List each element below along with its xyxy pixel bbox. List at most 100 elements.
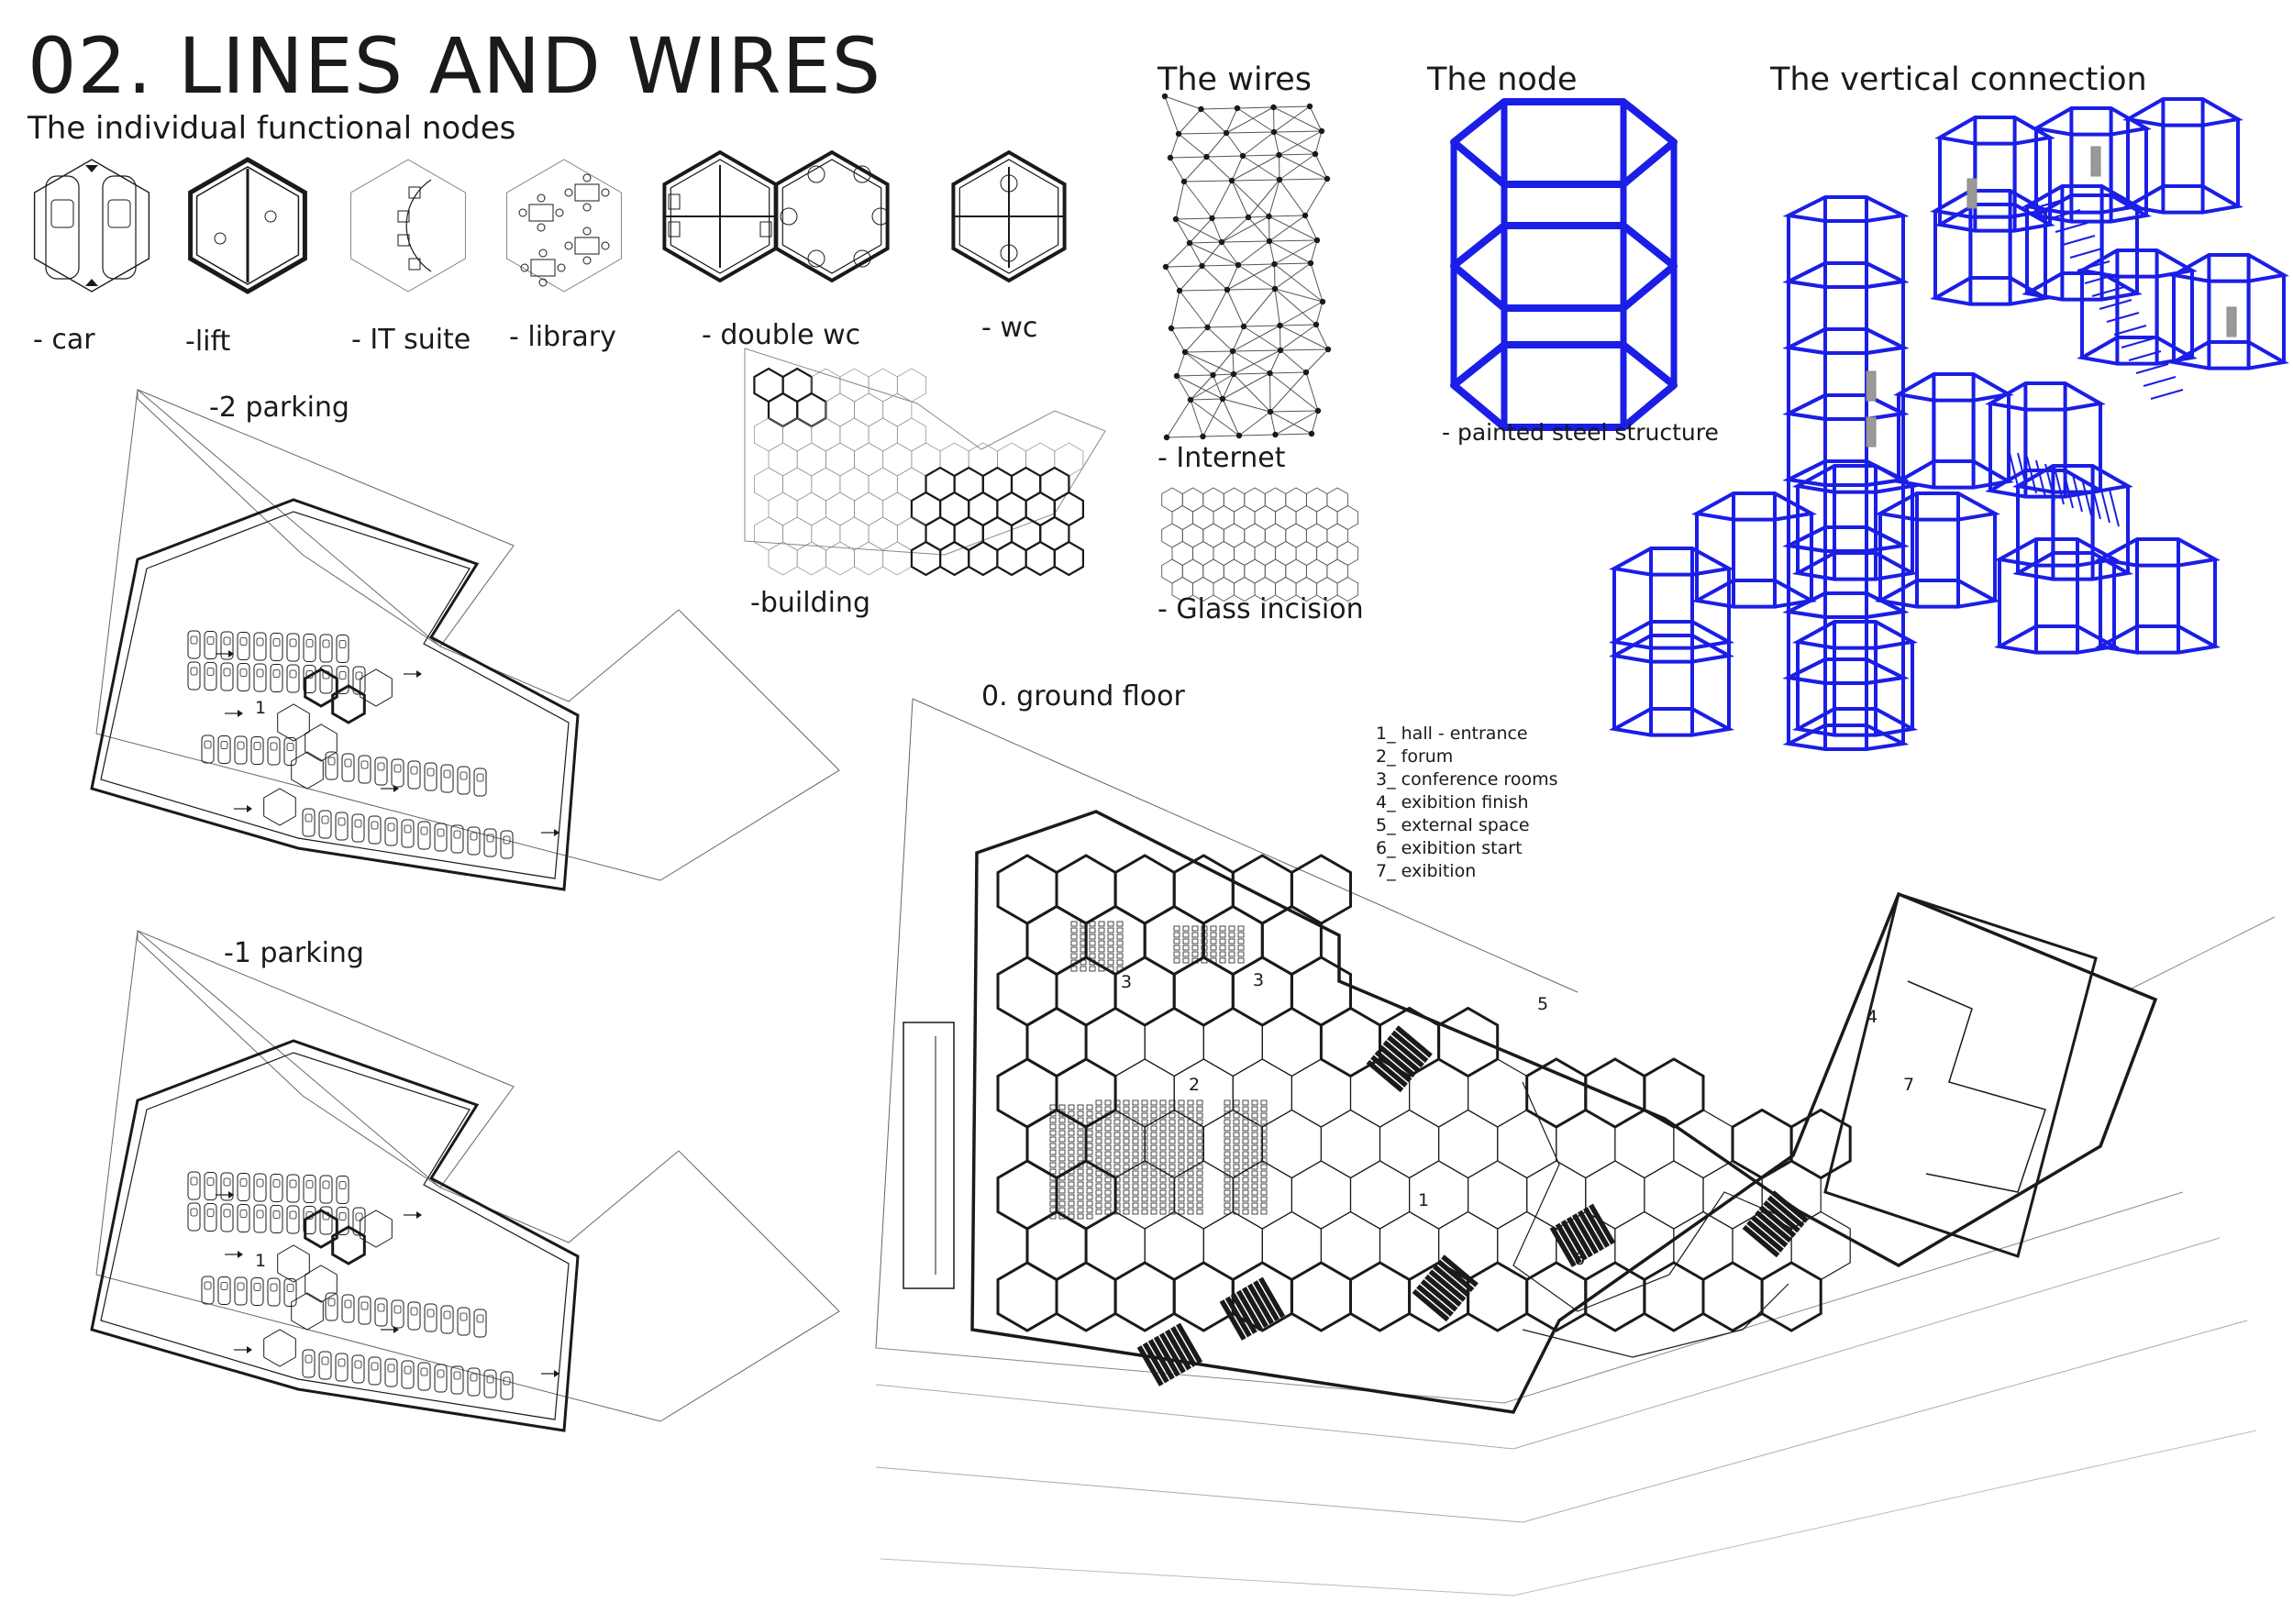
seat-icon bbox=[1113, 1164, 1121, 1170]
seat-icon bbox=[1169, 1189, 1176, 1196]
toilet-icon bbox=[1000, 244, 1018, 262]
seat-icon bbox=[1224, 1132, 1231, 1138]
seat-icon bbox=[1251, 1157, 1258, 1164]
seat-icon bbox=[1169, 1183, 1176, 1189]
seat-icon bbox=[1260, 1202, 1268, 1209]
wire-link bbox=[1269, 411, 1276, 436]
ground-hex-cell bbox=[1202, 904, 1264, 977]
wire-link bbox=[1236, 106, 1274, 109]
wire-link bbox=[1170, 290, 1180, 329]
seat-icon bbox=[1058, 1162, 1066, 1168]
glass-hex-cell bbox=[1192, 540, 1214, 567]
parking-car-icon bbox=[220, 662, 234, 691]
parking-car-icon bbox=[187, 630, 201, 659]
parking-car-icon bbox=[303, 634, 316, 662]
parking-outer-wall bbox=[90, 1039, 580, 1432]
staircase bbox=[1412, 1254, 1479, 1322]
parking-car-icon bbox=[401, 819, 415, 848]
seat-icon bbox=[1187, 1099, 1194, 1106]
stair-tread bbox=[1258, 1276, 1286, 1319]
seat-icon bbox=[1150, 1189, 1158, 1196]
seat-icon bbox=[1086, 1104, 1093, 1110]
wire-link bbox=[1184, 350, 1234, 353]
seat-icon bbox=[1049, 1175, 1057, 1181]
seat-icon bbox=[1187, 1170, 1194, 1177]
wire-node-dot bbox=[1272, 431, 1279, 438]
wire-node-dot bbox=[1276, 151, 1282, 159]
seat-icon bbox=[1178, 1106, 1185, 1112]
wire-link bbox=[1226, 288, 1276, 291]
seat-icon bbox=[1098, 959, 1105, 966]
seat-icon bbox=[1251, 1164, 1258, 1170]
seat-icon bbox=[1178, 1119, 1185, 1125]
core-hex-cell bbox=[263, 1329, 296, 1367]
building-hex-cell bbox=[854, 442, 884, 477]
parking-car-window bbox=[270, 742, 278, 751]
glass-hex-cell bbox=[1264, 487, 1287, 513]
parking-car-icon bbox=[286, 633, 300, 662]
parking-car-icon bbox=[457, 766, 471, 795]
wire-link bbox=[1202, 398, 1224, 437]
wire-link bbox=[1233, 349, 1281, 375]
seat-icon bbox=[1141, 1125, 1148, 1132]
seat-icon bbox=[1169, 1119, 1176, 1125]
parking-car-icon bbox=[358, 755, 371, 784]
seat-icon bbox=[1260, 1157, 1268, 1164]
wire-link bbox=[1269, 411, 1313, 435]
parking-car-icon bbox=[473, 768, 487, 797]
parking-car-window bbox=[289, 1210, 297, 1220]
seat-icon bbox=[1095, 1183, 1102, 1189]
seat-icon bbox=[1196, 1183, 1203, 1189]
wire-link bbox=[1231, 155, 1244, 182]
seat-icon bbox=[1098, 927, 1105, 934]
seat-icon bbox=[1123, 1138, 1130, 1144]
steel-cell-top bbox=[2094, 537, 2221, 568]
seat-icon bbox=[1095, 1170, 1102, 1177]
wire-link bbox=[1268, 179, 1280, 217]
seat-icon bbox=[1058, 1155, 1066, 1162]
seat-icon bbox=[1058, 1110, 1066, 1117]
wire-link bbox=[1275, 410, 1319, 436]
seat-icon bbox=[1086, 1181, 1093, 1188]
toilet-icon bbox=[807, 165, 825, 183]
glass-hex-cell bbox=[1202, 487, 1224, 513]
wire-node-dot bbox=[1271, 285, 1279, 293]
parking-car-icon bbox=[303, 1206, 316, 1234]
core-hex-cell bbox=[360, 668, 393, 707]
wire-link bbox=[1175, 181, 1185, 220]
seat-icon bbox=[1077, 1194, 1084, 1200]
parking-car-window bbox=[289, 1179, 297, 1188]
seat-icon bbox=[1251, 1196, 1258, 1202]
wire-node-dot bbox=[1324, 175, 1331, 182]
seat-icon bbox=[1233, 1112, 1240, 1119]
seat-icon bbox=[1141, 1164, 1148, 1170]
glass-hex-cell bbox=[1244, 558, 1266, 584]
wire-link bbox=[1212, 217, 1223, 243]
seat-icon bbox=[1058, 1123, 1066, 1130]
seat-icon bbox=[1089, 946, 1096, 953]
wire-node-dot bbox=[1209, 215, 1215, 222]
wire-link bbox=[1279, 325, 1329, 350]
seat-icon bbox=[1086, 1143, 1093, 1149]
parking-car-window bbox=[420, 826, 428, 835]
person-figure bbox=[1866, 416, 1877, 447]
wire-link bbox=[1309, 105, 1323, 132]
parking-car-window bbox=[404, 1365, 412, 1375]
building-hex-cell bbox=[796, 442, 826, 477]
parking-car-icon bbox=[319, 665, 333, 694]
parking-car-window bbox=[220, 741, 228, 749]
seat-icon bbox=[1210, 932, 1217, 938]
wire-link bbox=[1178, 108, 1202, 135]
seat-icon bbox=[1242, 1183, 1249, 1189]
wire-link bbox=[1165, 242, 1191, 268]
wire-link bbox=[1202, 264, 1239, 267]
wire-link bbox=[1189, 242, 1239, 266]
site-boundary bbox=[95, 930, 840, 1422]
parking-car-icon bbox=[335, 812, 349, 841]
seat-icon bbox=[1104, 1132, 1112, 1138]
steel-ring bbox=[1450, 98, 1678, 188]
wire-link bbox=[1232, 350, 1235, 375]
wire-link bbox=[1314, 130, 1323, 155]
ground-hex-cell bbox=[1467, 1160, 1528, 1230]
wire-link bbox=[1274, 239, 1318, 265]
